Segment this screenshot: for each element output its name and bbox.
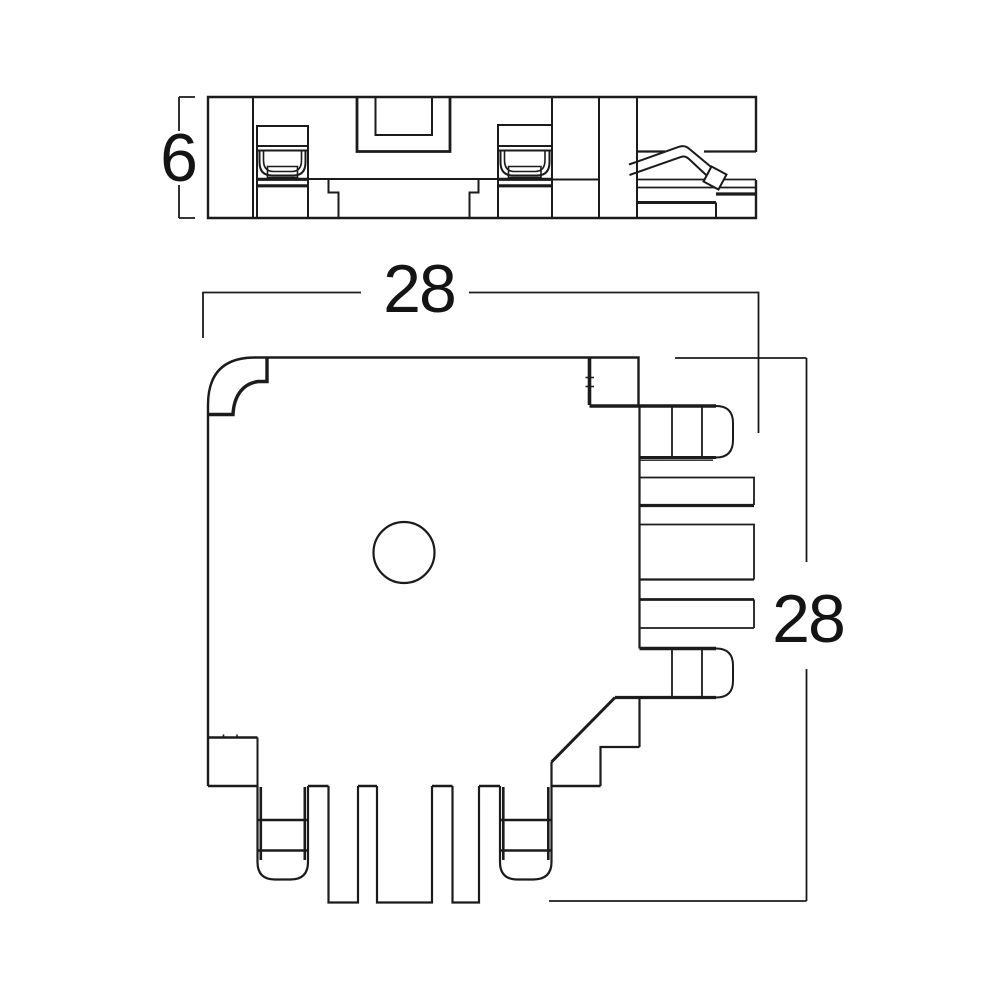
leaf-spring-tip	[702, 165, 728, 191]
tab-dividers	[671, 406, 703, 458]
plan-outline	[206, 356, 640, 788]
dimension-lines	[202, 291, 760, 433]
tab-outline	[498, 786, 553, 881]
right-block	[628, 145, 756, 218]
bottom-tab-contact-right	[498, 786, 553, 881]
clip-frame	[497, 124, 553, 218]
bay-lines-thin	[639, 476, 755, 629]
tab-cross-lines	[257, 818, 308, 852]
dimension-height: 28	[549, 357, 846, 902]
plan-view	[206, 356, 755, 904]
tab-dividers	[671, 648, 703, 698]
clip-contact-outer	[499, 150, 551, 177]
center-hole	[372, 520, 436, 585]
clip-base-bands	[498, 177, 552, 188]
side-profile-view	[206, 95, 758, 220]
right-tab-upper	[589, 404, 734, 461]
tab-outline	[256, 786, 310, 881]
side-view-outline	[206, 95, 758, 220]
step-block-ticks	[585, 376, 594, 388]
dimension-bracket	[178, 96, 195, 219]
clip-contact-outer	[258, 150, 307, 177]
right-block-lines	[637, 178, 756, 189]
corner-recess	[208, 357, 269, 417]
leaf-spring	[628, 145, 718, 182]
tab-inner-walls	[259, 787, 307, 860]
dimension-side-height: 6	[160, 96, 198, 219]
side-view-section-dividers	[252, 97, 638, 218]
center-recess-outer	[355, 97, 452, 153]
dimension-lines	[549, 357, 808, 902]
right-side-bays	[639, 476, 755, 629]
dimension-height-label: 28	[772, 581, 844, 657]
corner-chamfer	[550, 696, 617, 764]
dimension-width-label: 28	[383, 251, 455, 327]
contact-clip-left	[256, 125, 309, 218]
bottom-tab-contact-left	[256, 786, 310, 881]
tab-inner-walls	[502, 787, 550, 860]
right-body-edge	[599, 406, 641, 786]
clip-base-bands	[257, 177, 308, 188]
tab-rounded-end	[715, 647, 734, 699]
center-recess-inner	[374, 97, 433, 136]
bottom-left-notch	[209, 734, 259, 786]
tab-rounded-end	[715, 405, 734, 459]
notch-ticks	[222, 734, 238, 738]
right-tab-lower	[615, 646, 734, 700]
bottom-tabs-rectangular	[327, 786, 481, 904]
contact-clip-right	[497, 124, 553, 218]
clip-contact-inner	[503, 150, 546, 179]
clip-frame	[256, 125, 309, 218]
dimension-width: 28	[202, 251, 760, 433]
tab-cross-lines	[500, 818, 552, 852]
center-bottom-tab	[308, 178, 599, 218]
clip-contact-inner	[262, 150, 303, 179]
dimension-side-height-label: 6	[160, 120, 196, 196]
